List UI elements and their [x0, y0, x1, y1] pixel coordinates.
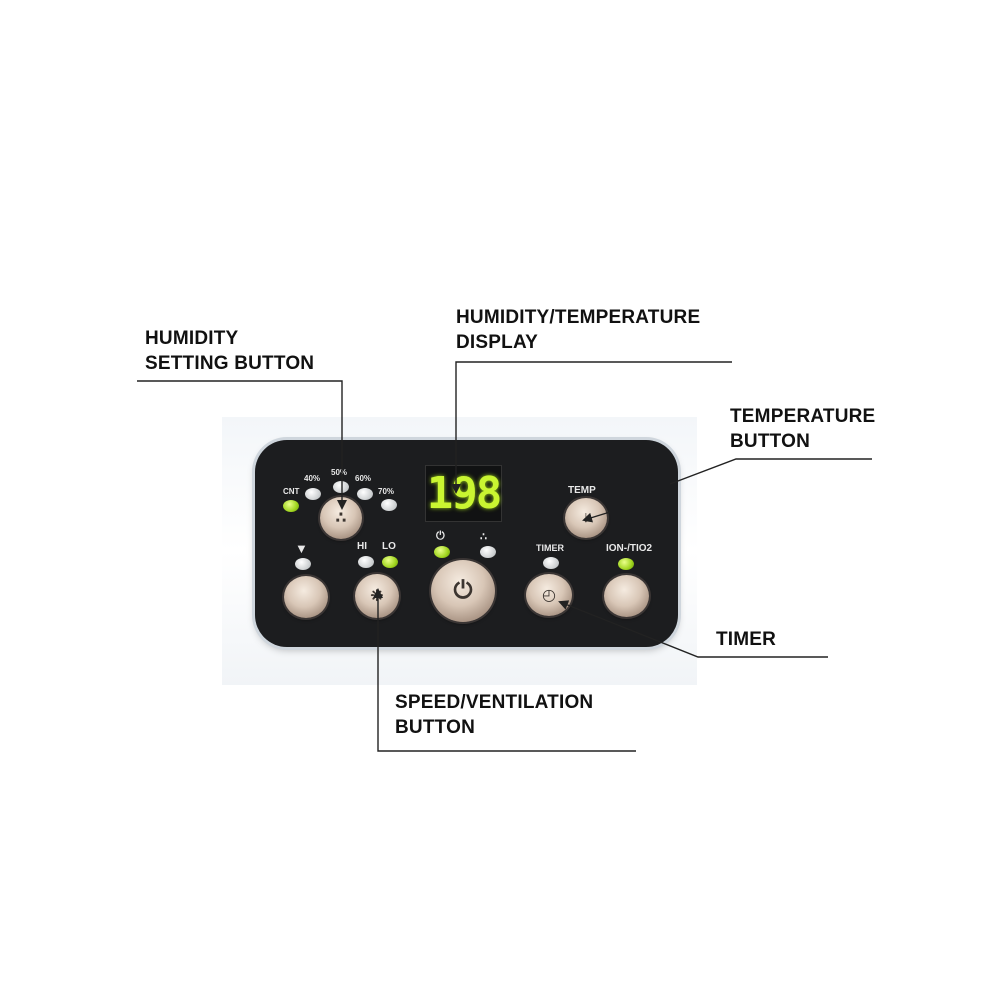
callout-speed-line1: SPEED/VENTILATION — [395, 692, 594, 713]
water-drops-icon: ∴ — [335, 510, 347, 527]
humidity-led-60 — [357, 488, 373, 500]
humidity-led-50 — [333, 481, 349, 493]
timer-led — [543, 557, 559, 569]
callout-temperature: TEMPERATURE BUTTON — [730, 404, 875, 454]
humidity-label-cnt: CNT — [283, 487, 300, 496]
humidity-setting-button[interactable]: ∴ — [320, 497, 362, 539]
callout-speed: SPEED/VENTILATION BUTTON — [395, 690, 593, 740]
dehumidify-mode-icon: ∴ — [480, 531, 487, 543]
fan-hi-led — [358, 556, 374, 568]
humidity-label-50: 50% — [331, 468, 348, 477]
humidity-led-70 — [381, 499, 397, 511]
humidity-label-60: 60% — [355, 474, 372, 483]
callout-humidity-setting-line2: SETTING BUTTON — [145, 353, 315, 374]
power-mode-led — [434, 546, 450, 558]
callout-display-line2: DISPLAY — [456, 332, 539, 353]
laundry-mode-button[interactable] — [284, 576, 328, 618]
callout-temperature-line1: TEMPERATURE — [730, 406, 876, 427]
ion-led — [618, 558, 634, 570]
humidity-temperature-display: 198 — [425, 465, 502, 522]
ion-button[interactable] — [604, 575, 649, 617]
clock-icon: ◴ — [542, 587, 556, 604]
power-button[interactable]: ⏻ — [431, 560, 495, 622]
power-mode-icon: ⏻ — [436, 530, 445, 542]
ion-label: ION-/TIO2 — [606, 543, 653, 554]
leader-temperature-arrow — [582, 511, 611, 523]
leader-timer — [558, 600, 828, 658]
fan-lo-led — [382, 556, 398, 568]
callout-humidity-setting-line1: HUMIDITY — [145, 328, 239, 349]
leader-speed — [373, 588, 636, 752]
fan-lo-label: LO — [382, 541, 396, 552]
temp-label: TEMP — [568, 485, 596, 496]
callout-temperature-line2: BUTTON — [730, 431, 811, 452]
laundry-led — [295, 558, 311, 570]
display-digits: 198 — [426, 468, 502, 519]
humidity-label-40: 40% — [304, 474, 321, 483]
leader-display — [451, 361, 732, 494]
humidity-label-70: 70% — [378, 487, 395, 496]
humidity-led-40 — [305, 488, 321, 500]
fan-hi-label: HI — [357, 541, 367, 552]
callout-display-line1: HUMIDITY/TEMPERATURE — [456, 307, 701, 328]
timer-label: TIMER — [536, 543, 564, 553]
callout-timer-line1: TIMER — [716, 629, 777, 650]
callout-humidity-setting: HUMIDITY SETTING BUTTON — [145, 326, 314, 376]
humidity-led-cnt — [283, 500, 299, 512]
callout-speed-line2: BUTTON — [395, 717, 476, 738]
shirt-icon: ▼ — [295, 541, 308, 556]
callout-timer: TIMER — [716, 627, 776, 652]
power-icon: ⏻ — [453, 577, 473, 604]
dehumidify-mode-led — [480, 546, 496, 558]
leader-temperature — [669, 458, 872, 485]
leader-humidity-setting — [137, 380, 347, 510]
callout-display: HUMIDITY/TEMPERATURE DISPLAY — [456, 305, 700, 355]
